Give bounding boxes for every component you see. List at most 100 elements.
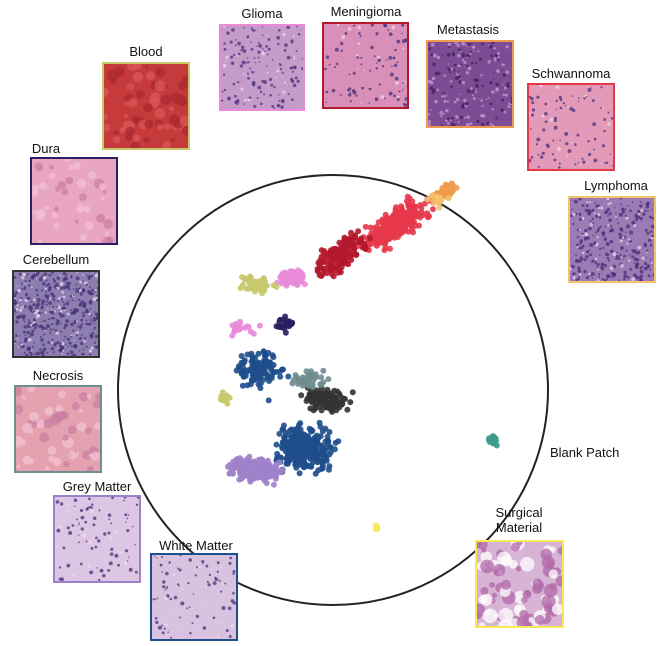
metastasis-tissue-image	[428, 42, 512, 126]
surgical-point	[372, 522, 379, 529]
white-point	[274, 450, 281, 457]
surgical-material-tile	[475, 540, 564, 628]
schwannoma-point	[412, 213, 418, 220]
cerebellum-point	[331, 387, 338, 394]
white-point	[326, 451, 333, 458]
white-point	[281, 434, 288, 441]
blood-point	[261, 282, 268, 289]
metastasis-point	[453, 184, 460, 191]
white-point	[302, 451, 309, 458]
cerebellum-point	[298, 392, 305, 399]
dura-label: Dura	[31, 141, 61, 156]
white-point	[284, 445, 291, 452]
white-point	[320, 452, 327, 459]
white-point	[267, 360, 274, 367]
schwannoma-point	[416, 222, 422, 229]
lymphoma-tissue-image	[570, 198, 654, 281]
white-point	[309, 427, 316, 434]
necrosis-point	[306, 375, 313, 382]
cerebellum-point	[327, 392, 334, 398]
glioma-point	[242, 324, 249, 331]
white-point	[319, 459, 326, 466]
white-point	[319, 448, 326, 455]
glioma-point	[294, 281, 301, 288]
meningioma-point	[356, 237, 363, 244]
white-point	[238, 369, 245, 376]
grey-point	[229, 469, 236, 476]
schwannoma-point	[398, 213, 405, 219]
schwannoma-point	[387, 225, 394, 232]
white-point	[277, 373, 284, 380]
schwannoma-label: Schwannoma	[531, 66, 611, 81]
blood-point	[259, 290, 265, 297]
necrosis-point	[318, 374, 325, 381]
cerebellum-point	[336, 390, 343, 397]
schwannoma-tissue-image	[529, 85, 613, 169]
glioma-point	[282, 271, 289, 278]
blood-point	[226, 394, 233, 401]
metastasis-point	[445, 182, 452, 189]
blood-point	[239, 274, 245, 280]
white-point	[255, 381, 262, 388]
schwannoma-point	[373, 224, 380, 230]
blood-point	[243, 285, 250, 292]
schwannoma-point	[387, 245, 393, 252]
meningioma-point	[348, 257, 355, 263]
schwannoma-point	[373, 242, 380, 249]
schwannoma-point	[408, 217, 414, 224]
white-point	[303, 446, 310, 453]
blood-label: Blood	[129, 44, 163, 59]
white-point	[324, 433, 331, 440]
necrosis-point	[320, 367, 327, 374]
grey-point	[258, 456, 265, 463]
grey-point	[259, 463, 266, 470]
cerebellum-point	[314, 394, 321, 400]
glioma-tissue-image	[221, 26, 303, 109]
dura-tile	[30, 157, 118, 245]
schwannoma-point	[382, 211, 389, 218]
scatter-points	[217, 180, 500, 532]
white-matter-tile	[150, 553, 238, 641]
schwannoma-tile	[527, 83, 615, 171]
white-point	[257, 370, 264, 377]
white-point	[311, 451, 318, 458]
lymphoma-point	[436, 204, 443, 211]
meningioma-point	[343, 239, 350, 246]
metastasis-label: Metastasis	[436, 22, 500, 37]
schwannoma-point	[409, 198, 416, 205]
white-point	[269, 352, 276, 359]
meningioma-point	[353, 252, 360, 258]
meningioma-point	[336, 239, 343, 246]
white-point	[253, 370, 260, 377]
lymphoma-point	[433, 193, 440, 200]
white-point	[285, 373, 292, 380]
glioma-label: Glioma	[241, 6, 283, 21]
glioma-point	[235, 324, 242, 331]
lymphoma-point	[428, 193, 435, 199]
lymphoma-tile	[568, 196, 656, 283]
white-point	[326, 429, 333, 435]
lymphoma-point	[433, 199, 440, 206]
white-point	[312, 470, 319, 477]
meningioma-point	[351, 240, 358, 247]
grey-point	[272, 475, 279, 482]
white-point	[279, 366, 286, 373]
glioma-point	[247, 328, 254, 335]
necrosis-point	[290, 377, 297, 384]
meningioma-label: Meningioma	[330, 4, 402, 19]
white-point	[238, 359, 245, 366]
grey-point	[238, 457, 245, 464]
white-point	[248, 358, 255, 365]
schwannoma-point	[367, 224, 374, 231]
schwannoma-point	[411, 203, 418, 210]
white-point	[332, 439, 339, 446]
grey-matter-label: Grey Matter	[62, 479, 132, 494]
embedding-boundary-circle	[117, 174, 549, 606]
white-point	[247, 381, 254, 388]
white-point	[251, 377, 258, 383]
dura-point	[281, 325, 288, 332]
schwannoma-point	[382, 226, 389, 233]
blood-point	[247, 280, 254, 287]
white-point	[276, 430, 283, 437]
